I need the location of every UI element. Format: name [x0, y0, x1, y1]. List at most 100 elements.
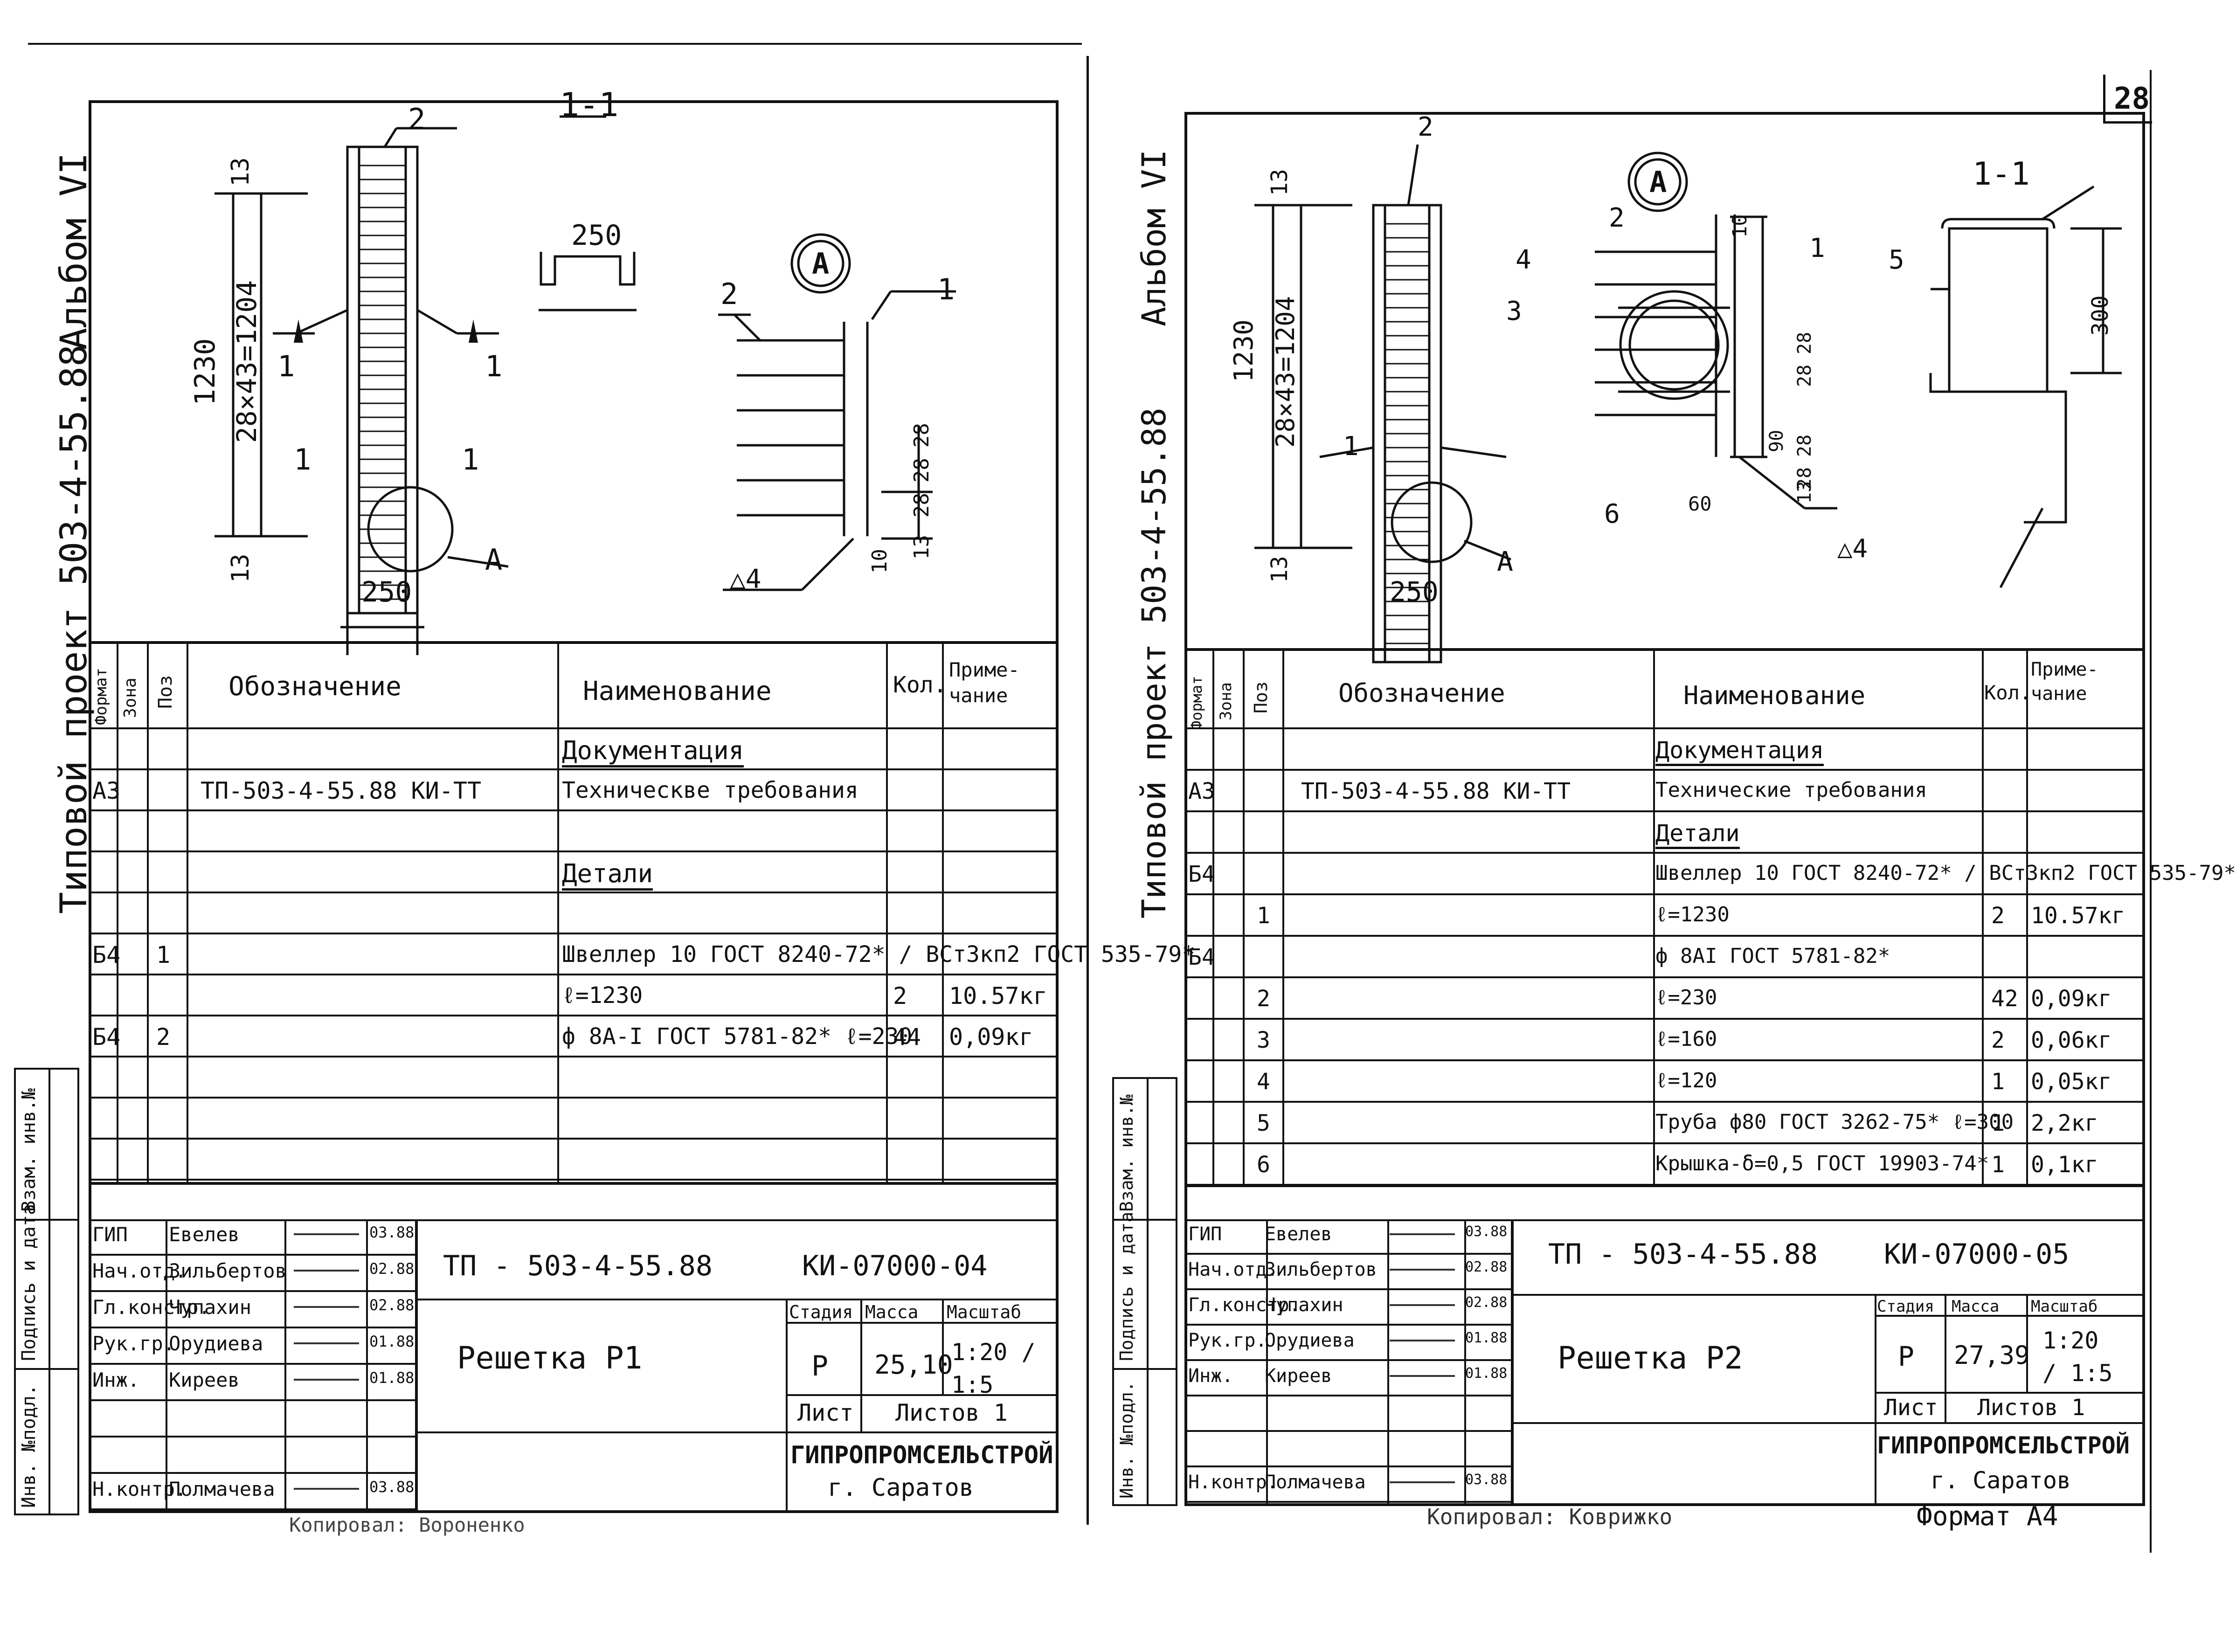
staff-role: ГИП [92, 1223, 128, 1246]
cell-format: Б4 [1188, 944, 1215, 970]
cell-qty: 2 [893, 982, 907, 1009]
cell-name: Детали [562, 861, 653, 891]
s2-city: г. Саратов [1931, 1467, 2071, 1494]
table-row: Документация [1184, 727, 2145, 769]
s2-title: Решетка Р2 [1558, 1340, 1743, 1376]
cell-qty: 1 [1991, 1069, 2005, 1095]
s1-cut-right: 1 [485, 349, 503, 383]
stamp-inv-2: Инв. №подл. [1116, 1381, 1137, 1499]
s2-pos1-main: 1 [1343, 431, 1359, 462]
s2-node-end: 13 [1794, 481, 1815, 504]
signature-scribble [294, 1233, 359, 1235]
cell-note: 10.57кг [949, 982, 1047, 1009]
s1-mass-label: Масса [865, 1302, 919, 1322]
table-row: Документация [89, 727, 1059, 768]
staff-role: Нач.отд. [92, 1259, 187, 1282]
s2-tb-top [1184, 1184, 2145, 1187]
cell-pos: 4 [1257, 1069, 1270, 1095]
s1-scale: 1:20 / 1:5 [951, 1339, 1036, 1398]
staff-row [89, 1438, 415, 1474]
stamp-vzam: Взам. инв.№ [18, 1088, 40, 1212]
s2-pos3: 3 [1506, 296, 1522, 326]
cell-note: 0,09кг [949, 1023, 1033, 1051]
table-bottom-line [89, 1179, 1059, 1181]
staff-date: 01.88 [369, 1333, 415, 1350]
s2-node-p2: 28 [1794, 364, 1815, 387]
staff-name: Чупахин [169, 1296, 252, 1319]
cell-designation: ТП-503-4-55.88 КИ-ТТ [201, 777, 482, 804]
s1-h-designation: Обозначение [228, 671, 402, 702]
staff-date: 01.88 [1465, 1330, 1508, 1346]
s2-h-zone: Зона [1217, 682, 1235, 720]
table-row: Детали [89, 850, 1059, 892]
s2-pos6: 6 [1604, 499, 1620, 529]
cell-name: Крышка-δ=0,5 ГОСТ 19903-74* [1655, 1152, 1989, 1175]
s1-node-letter: А [812, 247, 830, 281]
staff-role: Рук.гр. [92, 1332, 175, 1355]
signature-scribble [294, 1306, 359, 1308]
table-row: Детали [1184, 810, 2145, 852]
cell-qty: 2 [1991, 1027, 2005, 1053]
signature-scribble [1390, 1340, 1455, 1341]
cell-qty: 44 [893, 1023, 921, 1051]
s1-h-format: Формат [92, 668, 111, 725]
staff-row: Гл.констр.Чупахин 02.88 [89, 1292, 415, 1328]
cell-format: Б4 [92, 1023, 121, 1051]
s2-sheet-label: Лист [1884, 1395, 1938, 1421]
staff-name: Евелев [169, 1223, 240, 1246]
s1-stage-label: Стадия [789, 1302, 853, 1322]
s1-end-bottom: 13 [227, 553, 255, 583]
s1-node-p1: 28 [910, 423, 934, 448]
cell-format: А3 [92, 777, 121, 804]
staff-row [89, 1401, 415, 1438]
cell-qty: 2 [1991, 903, 2005, 929]
staff-role: Н.контр. [1188, 1472, 1278, 1493]
s2-mass: 27,39 [1954, 1341, 2030, 1370]
s1-width-dim: 250 [571, 219, 622, 252]
staff-date: 02.88 [369, 1260, 415, 1278]
staff-date: 03.88 [1465, 1472, 1508, 1488]
staff-name: Киреев [1265, 1365, 1332, 1387]
cell-name: ℓ=1230 [562, 982, 643, 1009]
table-row: ℓ=1230 2 10.57кг [89, 974, 1059, 1015]
staff-date: 02.88 [369, 1296, 415, 1314]
s2-section-h: 300 [2087, 295, 2113, 336]
s2-node-p3: 28 [1794, 434, 1815, 457]
table-row [89, 892, 1059, 933]
s2-sheet-code: КИ-07000-05 [1884, 1238, 2070, 1271]
s2-pitch-dim: 28×43=1204 [1271, 296, 1300, 448]
staff-date: 03.88 [369, 1478, 415, 1496]
s2-stage: Р [1898, 1341, 1914, 1372]
s2-mass-label: Масса [1952, 1297, 2000, 1316]
s1-tb-top [89, 1182, 1059, 1185]
footer-copy-right: Копировал: Коврижко [1427, 1504, 1673, 1529]
s1-h-name: Наименование [583, 676, 772, 706]
s2-pos1: 1 [1809, 233, 1825, 263]
s2-scale: 1:20 / 1:5 [2042, 1327, 2113, 1387]
staff-name: Зильбертов [1265, 1259, 1377, 1280]
staff-role: Гл.констр. [92, 1296, 210, 1319]
staff-date: 02.88 [1465, 1294, 1508, 1311]
s1-h-pos: Поз [155, 675, 176, 709]
s1-title: Решетка Р1 [457, 1340, 643, 1376]
staff-role: Н.контр. [92, 1478, 187, 1500]
s2-end-bottom: 13 [1267, 556, 1293, 583]
s2-doc-code: ТП - 503-4-55.88 [1548, 1238, 1818, 1271]
s2-node-callout: А [1497, 546, 1513, 577]
project-caption: Типовой проект 503-4-55.88 [53, 345, 95, 914]
s1-node-pos2: 2 [720, 277, 738, 311]
cell-qty: 1 [1991, 1152, 2005, 1178]
staff-role: ГИП [1188, 1223, 1222, 1245]
